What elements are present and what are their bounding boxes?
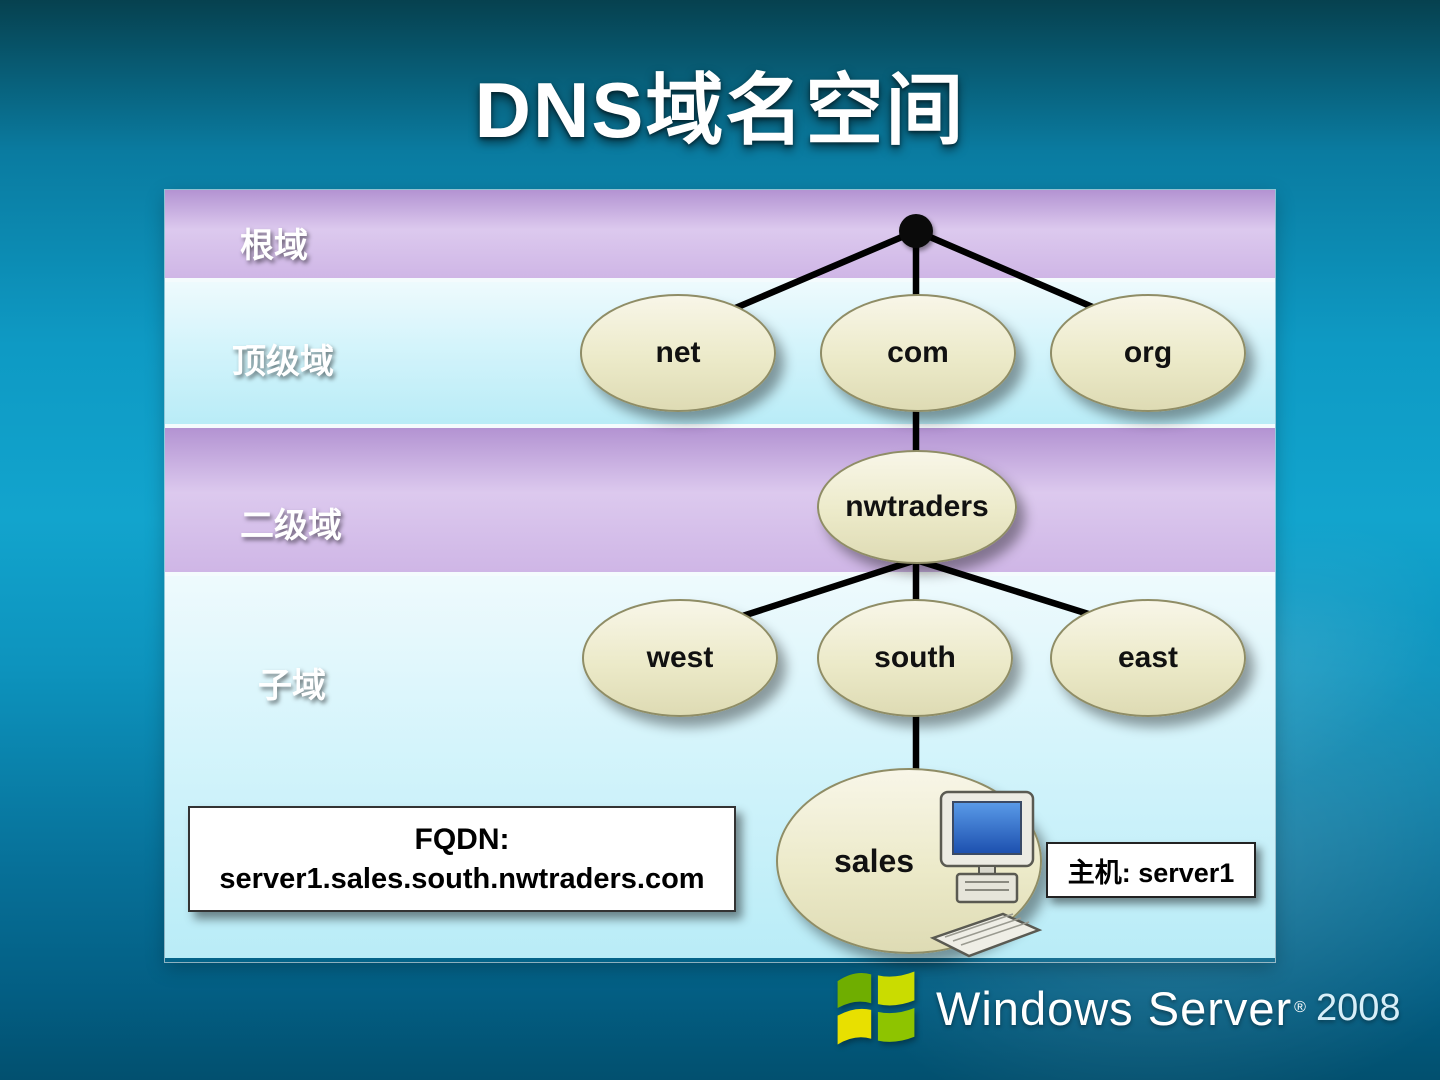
node-east: east: [1050, 599, 1246, 717]
windows-logo-icon: [837, 971, 915, 1045]
node-south-label: south: [874, 641, 956, 674]
brand-name: Windows Server: [936, 981, 1293, 1035]
node-west-label: west: [646, 641, 714, 674]
fqdn-title: FQDN:: [414, 822, 510, 856]
node-nwtraders-label: nwtraders: [845, 490, 989, 523]
node-com: com: [820, 294, 1016, 412]
band-second-level-domain: [165, 428, 1275, 576]
node-org-label: org: [1123, 336, 1173, 369]
node-nwtraders: nwtraders: [817, 450, 1017, 564]
band-label-second: 二级域: [240, 507, 342, 545]
root-node-dot: [899, 214, 933, 248]
node-com-label: com: [887, 336, 949, 369]
computer-icon: [925, 788, 1047, 966]
host-label: 主机: server1: [1067, 857, 1235, 888]
band-root-domain: [165, 190, 1275, 282]
fqdn-value: server1.sales.south.nwtraders.com: [219, 862, 705, 895]
node-net: net: [580, 294, 776, 412]
fqdn-box: FQDN: server1.sales.south.nwtraders.com: [188, 806, 736, 912]
brand-year: 2008: [1315, 986, 1401, 1029]
band-label-sub: 子域: [258, 667, 326, 705]
node-east-label: east: [1117, 641, 1179, 674]
host-label-box: 主机: server1: [1046, 842, 1256, 898]
windows-server-logo: Windows Server® 2008: [828, 960, 1401, 1056]
node-south: south: [817, 599, 1013, 717]
brand-registered-mark: ®: [1294, 999, 1306, 1016]
node-sales-label: sales: [834, 842, 915, 879]
page-title: DNS域名空间: [474, 66, 966, 154]
band-label-tld: 顶级域: [232, 343, 334, 381]
node-west: west: [582, 599, 778, 717]
band-label-root: 根域: [240, 227, 308, 265]
node-org: org: [1050, 294, 1246, 412]
node-net-label: net: [655, 336, 701, 369]
